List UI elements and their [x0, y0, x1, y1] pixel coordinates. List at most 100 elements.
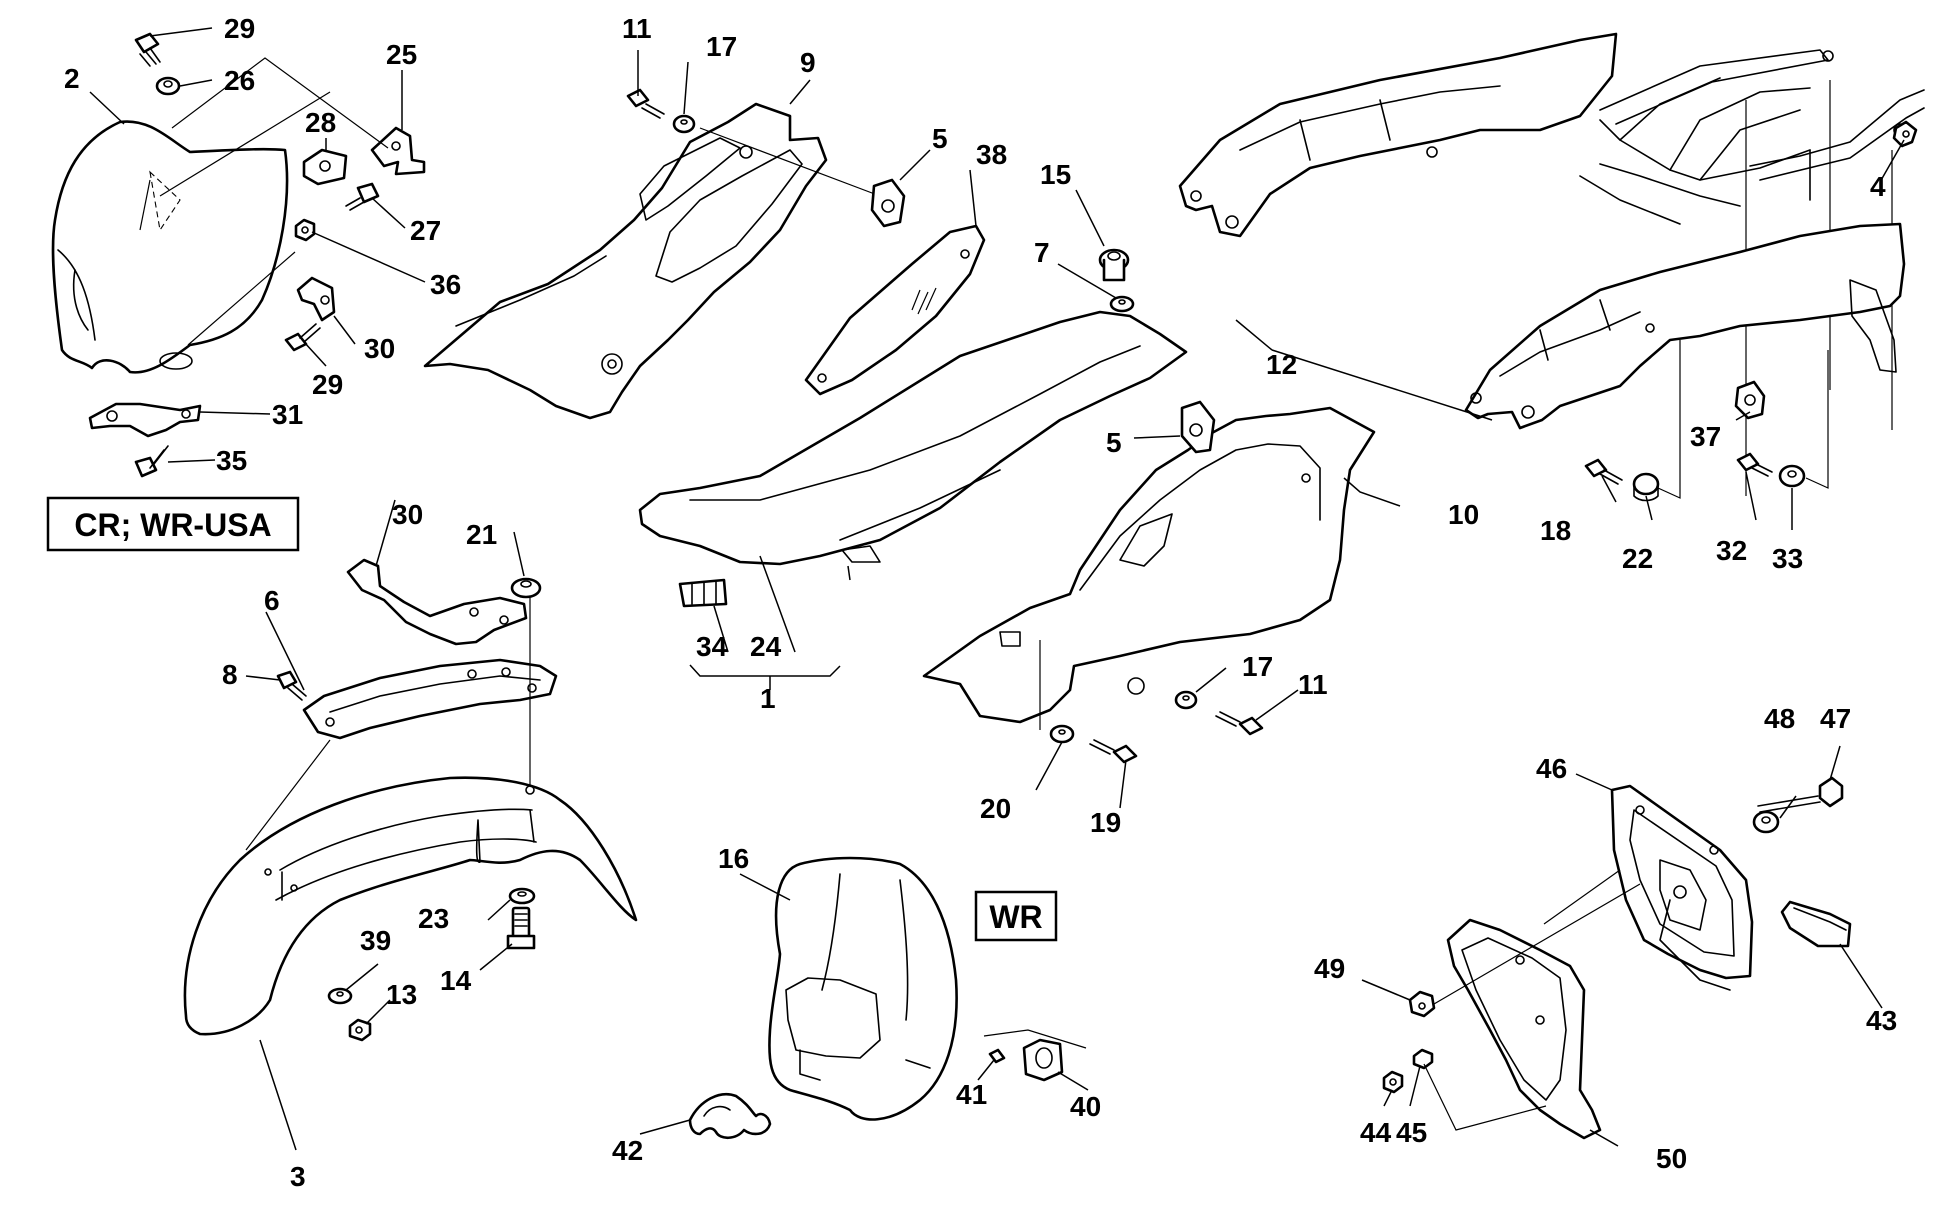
- callout-25: 25: [386, 39, 417, 70]
- callout-16: 16: [718, 843, 749, 874]
- bolt-19: [1089, 739, 1138, 764]
- callout-39: 39: [360, 925, 391, 956]
- cable-guide-42: [688, 1093, 772, 1140]
- callout-33: 33: [1772, 543, 1803, 574]
- callout-42: 42: [612, 1135, 643, 1166]
- callout-29: 29: [224, 13, 255, 44]
- rubber-pad-34: [678, 578, 728, 608]
- bolt-29-top: [134, 32, 161, 67]
- bolt-11-mid: [1215, 711, 1264, 736]
- bolt-35: [134, 445, 169, 478]
- callout-12: 12: [1266, 349, 1297, 380]
- variant-label-cr-wr-usa: CR; WR-USA: [74, 507, 271, 543]
- callout-19: 19: [1090, 807, 1121, 838]
- washer-20: [1049, 724, 1075, 744]
- callout-43: 43: [1866, 1005, 1897, 1036]
- clamp-40: [1022, 1038, 1064, 1082]
- callout-34: 34: [696, 631, 728, 662]
- callout-27: 27: [410, 215, 441, 246]
- callout-2: 2: [64, 63, 80, 94]
- callout-17-top: 17: [706, 31, 737, 62]
- bolt-18: [1584, 458, 1623, 485]
- callout-11-mid: 11: [1298, 669, 1328, 700]
- rear-fender-upper: [1178, 32, 1618, 238]
- callout-47: 47: [1820, 703, 1851, 734]
- variant-label-wr: WR: [989, 899, 1042, 935]
- nut-49: [1408, 990, 1436, 1018]
- callout-29-mid: 29: [312, 369, 343, 400]
- clip-28: [302, 148, 348, 186]
- callout-5-mid: 5: [1106, 427, 1122, 458]
- bolt-32: [1736, 452, 1773, 477]
- washer-17-mid: [1174, 690, 1198, 710]
- side-number-plate: [804, 224, 986, 396]
- bolt-11-top: [626, 88, 665, 119]
- callout-20: 20: [980, 793, 1011, 824]
- license-plate-holder-46: [1610, 784, 1754, 991]
- washer-26: [155, 76, 181, 96]
- callout-6: 6: [264, 585, 280, 616]
- bolt-8: [276, 670, 307, 701]
- fender-bracket-6: [302, 658, 558, 740]
- nut-44: [1382, 1070, 1404, 1094]
- mudflap-50: [1446, 918, 1602, 1140]
- callout-30-top: 30: [364, 333, 395, 364]
- callout-18: 18: [1540, 515, 1571, 546]
- callout-44: 44: [1360, 1117, 1392, 1148]
- washer-23: [508, 887, 536, 905]
- callout-22: 22: [1622, 543, 1653, 574]
- bolt-27: [345, 182, 380, 211]
- headlight-mask: [768, 856, 958, 1121]
- callout-32: 32: [1716, 535, 1747, 566]
- callout-35: 35: [216, 445, 247, 476]
- callout-9: 9: [800, 47, 816, 78]
- callout-11-top: 11: [622, 13, 652, 44]
- callout-36: 36: [430, 269, 461, 300]
- left-side-panel: [423, 102, 828, 420]
- callout-17-mid: 17: [1242, 651, 1273, 682]
- bolt-14: [506, 906, 536, 950]
- bolt-47: [1757, 776, 1844, 813]
- callout-numbers: 29 26 2 25 28 27 36 30 29 31 35 11 17 9 …: [64, 13, 1897, 1192]
- bracket-31: [88, 402, 202, 438]
- callout-14: 14: [440, 965, 472, 996]
- callout-38: 38: [976, 139, 1007, 170]
- callout-3: 3: [290, 1161, 306, 1192]
- variant-box-wr: WR: [974, 890, 1058, 942]
- callout-30-mid: 30: [392, 499, 423, 530]
- washer-7: [1109, 295, 1135, 313]
- washer-17-top: [672, 114, 696, 134]
- seat: [638, 310, 1188, 566]
- callout-45: 45: [1396, 1117, 1427, 1148]
- clip-nut-37: [1734, 380, 1766, 420]
- callout-10: 10: [1448, 499, 1479, 530]
- callout-41: 41: [956, 1079, 987, 1110]
- callout-26: 26: [224, 65, 255, 96]
- callout-40: 40: [1070, 1091, 1101, 1122]
- nut-13: [348, 1018, 372, 1042]
- spacer-22: [1632, 472, 1660, 502]
- reflector-43: [1780, 900, 1852, 948]
- callout-23: 23: [418, 903, 449, 934]
- callout-5-top: 5: [932, 123, 948, 154]
- washer-45: [1412, 1048, 1434, 1070]
- callout-31: 31: [272, 399, 303, 430]
- callout-48: 48: [1764, 703, 1795, 734]
- bolt-4: [1892, 120, 1918, 148]
- clip-nut-5-mid: [1180, 400, 1216, 454]
- cap-screw-15: [1098, 248, 1130, 282]
- front-number-plate: [51, 120, 289, 374]
- rear-fender-lower: [1464, 222, 1906, 430]
- nut-36: [294, 218, 316, 242]
- clip-nut-5-top: [870, 178, 906, 228]
- bracket-30-top: [296, 276, 336, 322]
- callout-24: 24: [750, 631, 782, 662]
- callout-8: 8: [222, 659, 238, 690]
- right-side-panel: [922, 406, 1376, 724]
- washer-48: [1752, 810, 1780, 834]
- callout-50: 50: [1656, 1143, 1687, 1174]
- callout-1: 1: [760, 683, 776, 714]
- callout-4: 4: [1870, 171, 1886, 202]
- callout-37: 37: [1690, 421, 1721, 452]
